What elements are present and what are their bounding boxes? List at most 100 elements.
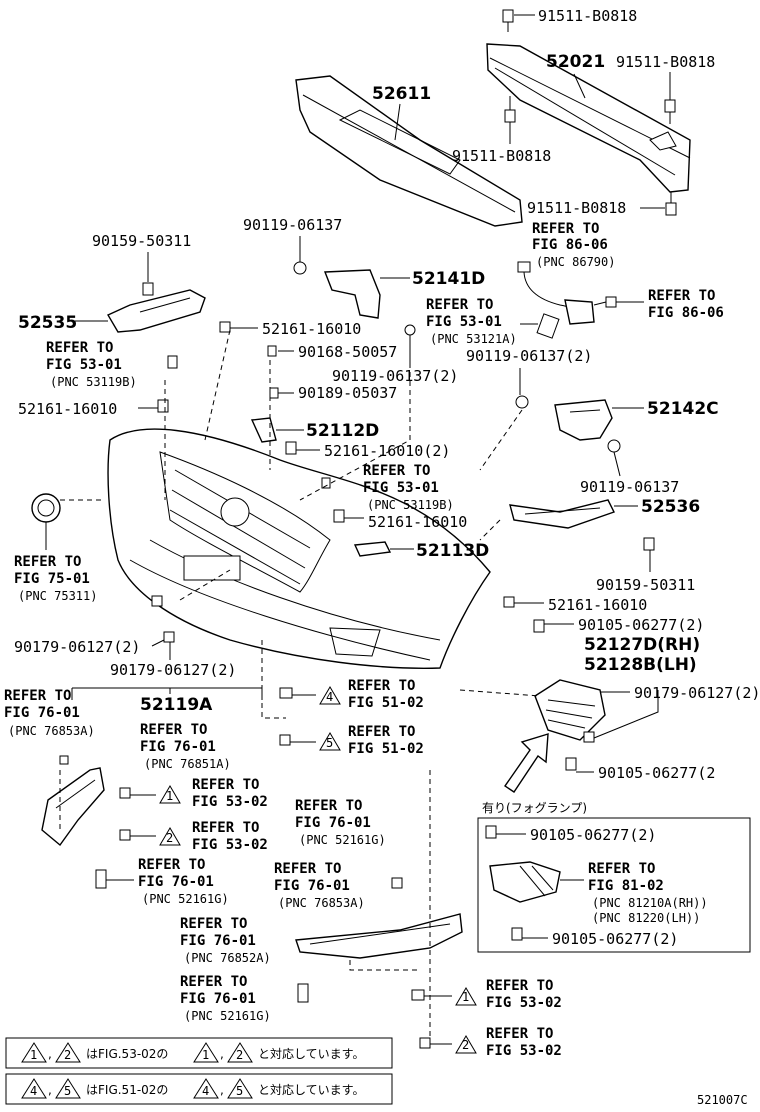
- svg-text:4: 4: [30, 1084, 37, 1098]
- svg-text:FIG 76-01: FIG 76-01: [295, 815, 371, 831]
- part-number: 90105-06277(2): [552, 930, 678, 948]
- screw-icon: [565, 757, 577, 771]
- svg-text:REFER TO: REFER TO: [274, 861, 341, 877]
- retainer-52141D: [323, 269, 381, 319]
- svg-text:FIG 53-02: FIG 53-02: [486, 995, 562, 1011]
- clip-icon: [333, 509, 345, 523]
- svg-text:(PNC 52161G): (PNC 52161G): [299, 833, 386, 847]
- clip-icon: [515, 395, 529, 409]
- ref-block: REFER TO FIG 81-02 (PNC 81210A(RH)) (PNC…: [588, 861, 708, 925]
- part-number: 52161-16010: [262, 320, 361, 338]
- svg-text:4: 4: [202, 1084, 209, 1098]
- part-number: 90168-50057: [298, 343, 397, 361]
- svg-text:FIG 86-06: FIG 86-06: [648, 305, 724, 321]
- svg-text:4: 4: [326, 690, 333, 704]
- screw-icon: [485, 825, 497, 839]
- part-number: 52161-16010: [548, 596, 647, 614]
- option-label: 有り(フォグランプ): [482, 801, 587, 815]
- svg-text:FIG 53-02: FIG 53-02: [486, 1043, 562, 1059]
- screw-icon: [267, 345, 277, 357]
- svg-text:REFER TO: REFER TO: [348, 724, 415, 740]
- ref-block: REFER TO FIG 76-01 (PNC 76852A): [180, 916, 271, 965]
- part-number: 91511-B0818: [538, 7, 637, 25]
- clip-icon: [142, 282, 154, 296]
- clip-icon: [285, 441, 297, 455]
- svg-text:5: 5: [326, 736, 333, 750]
- ref-block: REFER TO FIG 53-01 (PNC 53119B): [363, 463, 454, 512]
- svg-text:FIG 86-06: FIG 86-06: [532, 237, 608, 253]
- clip-icon: [119, 787, 131, 799]
- bumper-reinforcement-52021: [486, 43, 691, 193]
- clip-icon: [293, 261, 307, 275]
- svg-text:REFER TO: REFER TO: [14, 554, 81, 570]
- retainer-52142C: [554, 399, 613, 441]
- clip-icon: [279, 734, 291, 746]
- svg-text:REFER TO: REFER TO: [588, 861, 655, 877]
- svg-text:FIG 53-02: FIG 53-02: [192, 837, 268, 853]
- part-number: 52141D: [412, 269, 485, 289]
- emblem-icon: [31, 493, 61, 523]
- part-number: 90105-06277(2): [578, 616, 704, 634]
- fog-lamp: [489, 861, 561, 903]
- bracket-52113D: [353, 541, 392, 557]
- ref-block: REFER TO FIG 76-01 (PNC 52161G): [295, 798, 386, 847]
- note-2: 4 , 5 はFIG.51-02の 4 , 5 と対応しています。: [5, 1073, 393, 1105]
- svg-text:REFER TO: REFER TO: [46, 340, 113, 356]
- ref-block: 4 REFER TO FIG 51-02: [319, 678, 424, 711]
- screw-icon: [533, 619, 545, 633]
- part-number: 90179-06127(2): [634, 684, 760, 702]
- part-number: 52161-16010: [368, 513, 467, 531]
- note-1: 1 , 2 はFIG.53-02の 1 , 2 と対応しています。: [5, 1037, 393, 1069]
- svg-text:REFER TO: REFER TO: [426, 297, 493, 313]
- bolt-icon: [502, 9, 514, 32]
- ref-block: 1 REFER TO FIG 53-02: [159, 777, 268, 810]
- part-number: 90119-06137: [243, 216, 342, 234]
- foglamp-option-box: [477, 817, 751, 953]
- svg-text:FIG 53-01: FIG 53-01: [426, 314, 502, 330]
- svg-text:REFER TO: REFER TO: [295, 798, 362, 814]
- svg-text:(PNC 76852A): (PNC 76852A): [184, 951, 271, 965]
- svg-text:FIG 53-01: FIG 53-01: [363, 480, 439, 496]
- svg-text:2: 2: [64, 1048, 71, 1062]
- svg-text:(PNC 75311): (PNC 75311): [18, 589, 97, 603]
- ref-block: REFER TO FIG 76-01 (PNC 76853A): [4, 688, 95, 738]
- svg-text:(PNC 76853A): (PNC 76853A): [278, 896, 365, 910]
- svg-text:FIG 76-01: FIG 76-01: [140, 739, 216, 755]
- clip-icon: [391, 877, 403, 889]
- svg-text:FIG 53-01: FIG 53-01: [46, 357, 122, 373]
- fog-cover-52127D: [534, 679, 606, 741]
- svg-text:,: ,: [48, 1083, 52, 1097]
- svg-text:REFER TO: REFER TO: [192, 777, 259, 793]
- svg-text:FIG 81-02: FIG 81-02: [588, 878, 664, 894]
- part-number: 90105-06277(2): [530, 826, 656, 844]
- svg-text:2: 2: [236, 1048, 243, 1062]
- part-number: 52535: [18, 313, 77, 333]
- part-number: 52161-16010: [18, 400, 117, 418]
- bumper-cover: [107, 428, 491, 669]
- svg-text:REFER TO: REFER TO: [532, 221, 599, 237]
- svg-text:FIG 76-01: FIG 76-01: [274, 878, 350, 894]
- svg-text:2: 2: [462, 1038, 469, 1052]
- ref-block: 2 REFER TO FIG 53-02: [455, 1026, 562, 1059]
- part-number: 52142C: [647, 399, 719, 419]
- figure-code: 521007C: [697, 1093, 748, 1107]
- clip-icon: [151, 595, 163, 607]
- ref-block: 5 REFER TO FIG 51-02: [319, 724, 424, 757]
- part-number: 52021: [546, 52, 605, 72]
- svg-text:FIG 76-01: FIG 76-01: [180, 933, 256, 949]
- ref-block: REFER TO FIG 86-06 (PNC 86790): [532, 221, 615, 269]
- svg-text:REFER TO: REFER TO: [4, 688, 71, 704]
- ref-block: REFER TO FIG 53-01 (PNC 53121A): [426, 297, 517, 346]
- part-number: 90119-06137(2): [466, 347, 592, 365]
- svg-text:REFER TO: REFER TO: [180, 916, 247, 932]
- svg-text:FIG 76-01: FIG 76-01: [138, 874, 214, 890]
- part-number: 52611: [372, 84, 431, 104]
- svg-text:REFER TO: REFER TO: [363, 463, 430, 479]
- svg-text:(PNC 81210A(RH)): (PNC 81210A(RH)): [592, 896, 708, 910]
- svg-text:1: 1: [462, 990, 469, 1004]
- ref-block: REFER TO FIG 76-01 (PNC 52161G): [138, 857, 229, 906]
- cap-icon: [536, 313, 560, 339]
- part-number: 90159-50311: [596, 576, 695, 594]
- svg-text:FIG 51-02: FIG 51-02: [348, 741, 424, 757]
- svg-text:REFER TO: REFER TO: [138, 857, 205, 873]
